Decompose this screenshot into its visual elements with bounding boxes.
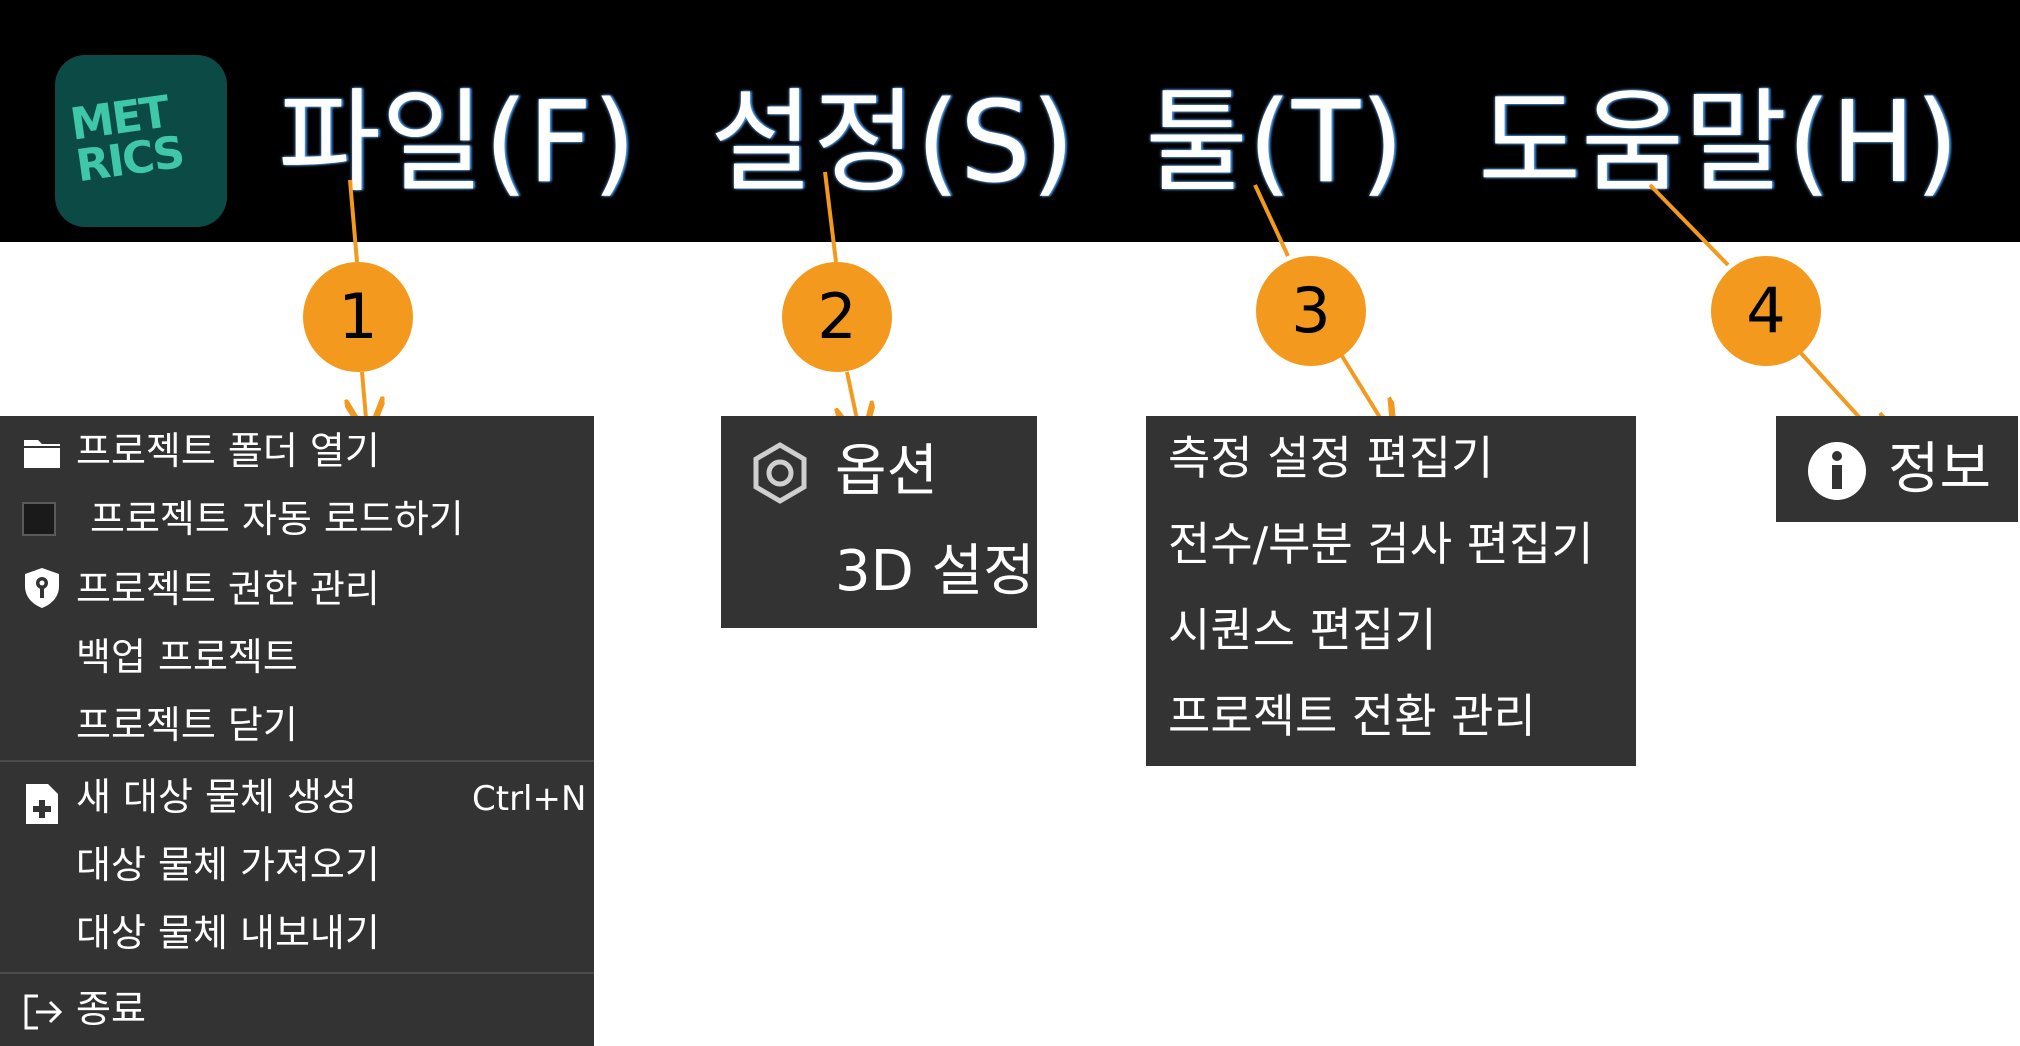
logo-text: MET RICS xyxy=(67,86,187,193)
menu-file[interactable]: 파일(F) xyxy=(278,78,636,208)
shield-key-icon xyxy=(25,568,59,608)
info-icon xyxy=(1808,442,1866,500)
folder-icon xyxy=(24,440,60,468)
help-menu-dropdown: 정보 xyxy=(1776,416,2018,522)
arrow-line-3b xyxy=(1340,354,1384,424)
tools-menu-dropdown: 측정 설정 편집기 전수/부분 검사 편집기 시퀀스 편집기 프로젝트 전환 관… xyxy=(1146,416,1636,766)
menu-item-project-permissions[interactable]: 프로젝트 권한 관리 xyxy=(76,567,380,611)
callout-badge-3: 3 xyxy=(1256,256,1366,366)
menu-item-exit[interactable]: 종료 xyxy=(76,987,146,1031)
callout-badge-4: 4 xyxy=(1711,256,1821,366)
settings-menu-dropdown: 옵션 3D 설정 xyxy=(721,416,1037,628)
menu-tools[interactable]: 툴(T) xyxy=(1145,78,1404,208)
menu-item-new-target-object[interactable]: 새 대상 물체 생성 xyxy=(76,775,357,819)
arrow-line-1b xyxy=(362,371,366,418)
menu-item-3d-settings[interactable]: 3D 설정 xyxy=(835,539,1035,604)
menu-item-about[interactable]: 정보 xyxy=(1888,437,1992,502)
menu-item-open-project-folder[interactable]: 프로젝트 폴더 열기 xyxy=(76,429,380,473)
menu-item-inspection-editor[interactable]: 전수/부분 검사 편집기 xyxy=(1168,517,1594,571)
menu-item-import-target-object[interactable]: 대상 물체 가져오기 xyxy=(76,843,380,887)
file-menu-dropdown: 프로젝트 폴더 열기 프로젝트 자동 로드하기 프로젝트 권한 관리 백업 프로… xyxy=(0,416,594,1046)
menu-item-auto-load-project[interactable]: 프로젝트 자동 로드하기 xyxy=(90,497,464,541)
menu-item-options[interactable]: 옵션 xyxy=(835,439,939,504)
menu-separator xyxy=(0,760,594,762)
auto-load-checkbox[interactable] xyxy=(22,502,56,536)
menu-item-backup-project[interactable]: 백업 프로젝트 xyxy=(76,635,298,679)
menu-settings[interactable]: 설정(S) xyxy=(710,78,1075,208)
gear-icon xyxy=(753,442,807,504)
metrics-logo: MET RICS xyxy=(55,55,227,227)
menu-item-export-target-object[interactable]: 대상 물체 내보내기 xyxy=(76,911,380,955)
exit-icon xyxy=(24,994,63,1030)
menu-help[interactable]: 도움말(H) xyxy=(1478,78,1959,208)
menu-bar: MET RICS 파일(F) 설정(S) 툴(T) 도움말(H) xyxy=(0,0,2020,242)
menu-item-close-project[interactable]: 프로젝트 닫기 xyxy=(76,703,298,747)
new-file-icon xyxy=(26,784,58,824)
callout-badge-2: 2 xyxy=(782,262,892,372)
menu-item-measurement-settings-editor[interactable]: 측정 설정 편집기 xyxy=(1168,431,1494,485)
menu-item-sequence-editor[interactable]: 시퀀스 편집기 xyxy=(1168,603,1437,657)
menu-item-project-switch-management[interactable]: 프로젝트 전환 관리 xyxy=(1168,689,1536,743)
menu-separator xyxy=(0,972,594,974)
callout-badge-1: 1 xyxy=(303,262,413,372)
shortcut-ctrl-n: Ctrl+N xyxy=(472,779,587,819)
